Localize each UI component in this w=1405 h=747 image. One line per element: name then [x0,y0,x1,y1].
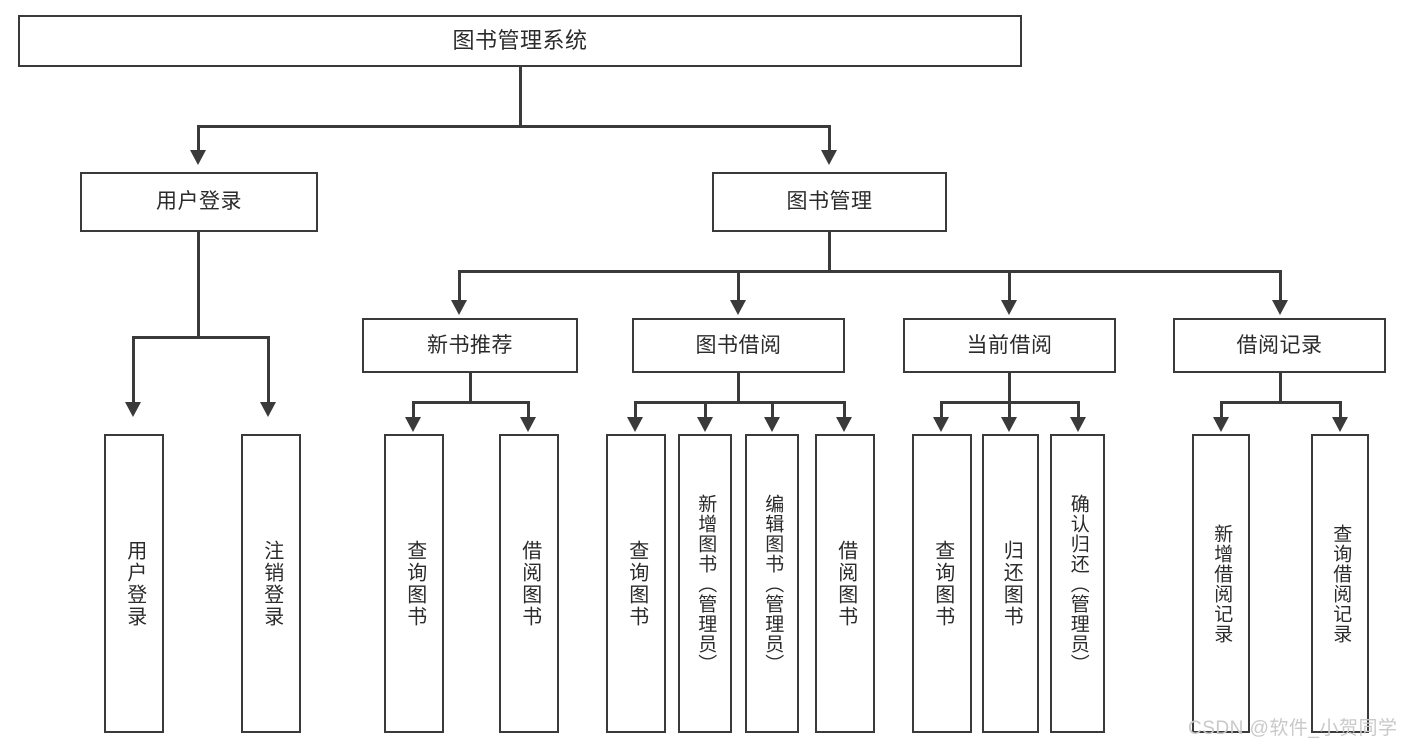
node-label: 图书管理系统 [452,27,588,53]
arrow-current-borrow-to-leaf-1 [1001,417,1017,432]
arrow-book-borrow-to-leaf-0 [627,417,643,432]
connector-new-book-stem [469,373,472,401]
arrow-user-login-to-leaf-0 [125,402,141,417]
leaf-borrow-record-query[interactable]: 查询借阅记录 [1311,434,1369,733]
node-root-system[interactable]: 图书管理系统 [18,15,1022,67]
arrow-current-borrow-to-leaf-0 [933,417,949,432]
connector-book-mgmt-to-l3-1 [737,270,740,300]
node-label: 查询图书 [625,539,648,628]
arrow-root-to-book-mgmt [821,150,837,165]
arrow-book-mgmt-to-l3-3 [1272,300,1288,315]
arrow-book-mgmt-to-l3-1 [730,300,746,315]
leaf-current-borrow-query[interactable]: 查询图书 [912,434,972,733]
connector-book-borrow-to-leaf-1 [704,401,707,417]
node-borrow-record[interactable]: 借阅记录 [1173,318,1386,373]
arrow-user-login-to-leaf-1 [260,402,276,417]
arrow-book-mgmt-to-l3-0 [451,300,467,315]
leaf-new-book-query[interactable]: 查询图书 [384,434,444,733]
node-label: 新书推荐 [427,333,513,357]
connector-book-borrow-to-leaf-0 [634,401,637,417]
connector-book-borrow-bar [634,401,846,404]
connector-user-login-bar [132,336,270,339]
connector-new-book-to-leaf-1 [527,401,530,417]
connector-new-book-bar [412,401,530,404]
connector-user-login-to-leaf-0 [132,336,135,402]
connector-borrow-record-to-leaf-1 [1339,401,1342,417]
node-label: 确认归还（管理员） [1067,493,1089,674]
arrow-root-to-user-login [190,150,206,165]
node-label: 查询借阅记录 [1330,523,1352,644]
leaf-new-book-borrow[interactable]: 借阅图书 [499,434,559,733]
connector-book-borrow-stem [737,373,740,401]
node-label: 当前借阅 [966,333,1053,357]
node-book-borrow[interactable]: 图书借阅 [632,318,845,373]
node-label: 借阅图书 [834,539,857,628]
connector-book-mgmt-bar [458,270,1282,273]
leaf-user-login-logout[interactable]: 注销登录 [241,434,301,733]
connector-book-mgmt-to-l3-2 [1008,270,1011,300]
arrow-new-book-to-leaf-1 [520,417,536,432]
connector-root-to-user-login [197,125,200,150]
connector-current-borrow-to-leaf-2 [1077,401,1080,417]
arrow-book-borrow-to-leaf-3 [836,417,852,432]
node-label: 注销登录 [260,539,283,628]
leaf-book-borrow-add[interactable]: 新增图书（管理员） [678,434,732,733]
connector-current-borrow-stem [1008,373,1011,401]
node-label: 图书借阅 [695,333,782,357]
leaf-current-borrow-confirm-return[interactable]: 确认归还（管理员） [1050,434,1105,733]
arrow-book-borrow-to-leaf-2 [764,417,780,432]
connector-current-borrow-to-leaf-0 [940,401,943,417]
node-current-borrow[interactable]: 当前借阅 [903,318,1116,373]
arrow-borrow-record-to-leaf-0 [1213,417,1229,432]
node-new-book-recommend[interactable]: 新书推荐 [362,318,578,373]
leaf-book-borrow-edit[interactable]: 编辑图书（管理员） [745,434,799,733]
node-label: 图书管理 [786,190,873,214]
connector-book-mgmt-to-l3-0 [458,270,461,300]
node-book-management[interactable]: 图书管理 [712,172,947,232]
arrow-new-book-to-leaf-0 [405,417,421,432]
node-label: 借阅记录 [1236,333,1323,357]
connector-book-mgmt-stem [828,232,831,270]
connector-user-login-stem [197,232,200,336]
connector-borrow-record-stem [1279,373,1282,401]
node-label: 新增图书（管理员） [695,493,717,674]
node-label: 查询图书 [403,539,426,628]
node-label: 用户登录 [156,190,242,214]
connector-borrow-record-bar [1220,401,1342,404]
connector-book-borrow-to-leaf-3 [843,401,846,417]
node-label: 借阅图书 [518,539,541,628]
connector-book-mgmt-to-l3-3 [1279,270,1282,300]
connector-user-login-to-leaf-1 [267,336,270,402]
node-label: 新增借阅记录 [1211,523,1233,644]
connector-book-borrow-to-leaf-2 [771,401,774,417]
arrow-current-borrow-to-leaf-2 [1070,417,1086,432]
leaf-book-borrow-borrow[interactable]: 借阅图书 [815,434,875,733]
connector-root-to-book-mgmt [828,125,831,150]
connector-current-borrow-to-leaf-1 [1008,401,1011,417]
arrow-borrow-record-to-leaf-1 [1332,417,1348,432]
leaf-borrow-record-add[interactable]: 新增借阅记录 [1192,434,1250,733]
node-label: 用户登录 [123,539,146,628]
node-user-login[interactable]: 用户登录 [80,172,318,232]
node-label: 归还图书 [1000,539,1023,628]
node-label: 查询图书 [931,539,954,628]
leaf-current-borrow-return[interactable]: 归还图书 [982,434,1039,733]
connector-borrow-record-to-leaf-0 [1220,401,1223,417]
connector-new-book-to-leaf-0 [412,401,415,417]
connector-root-bar [197,125,831,128]
connector-root-stem [519,67,522,125]
arrow-book-mgmt-to-l3-2 [1001,300,1017,315]
node-label: 编辑图书（管理员） [762,493,784,674]
leaf-user-login-login[interactable]: 用户登录 [104,434,164,733]
leaf-book-borrow-query[interactable]: 查询图书 [606,434,666,733]
arrow-book-borrow-to-leaf-1 [697,417,713,432]
